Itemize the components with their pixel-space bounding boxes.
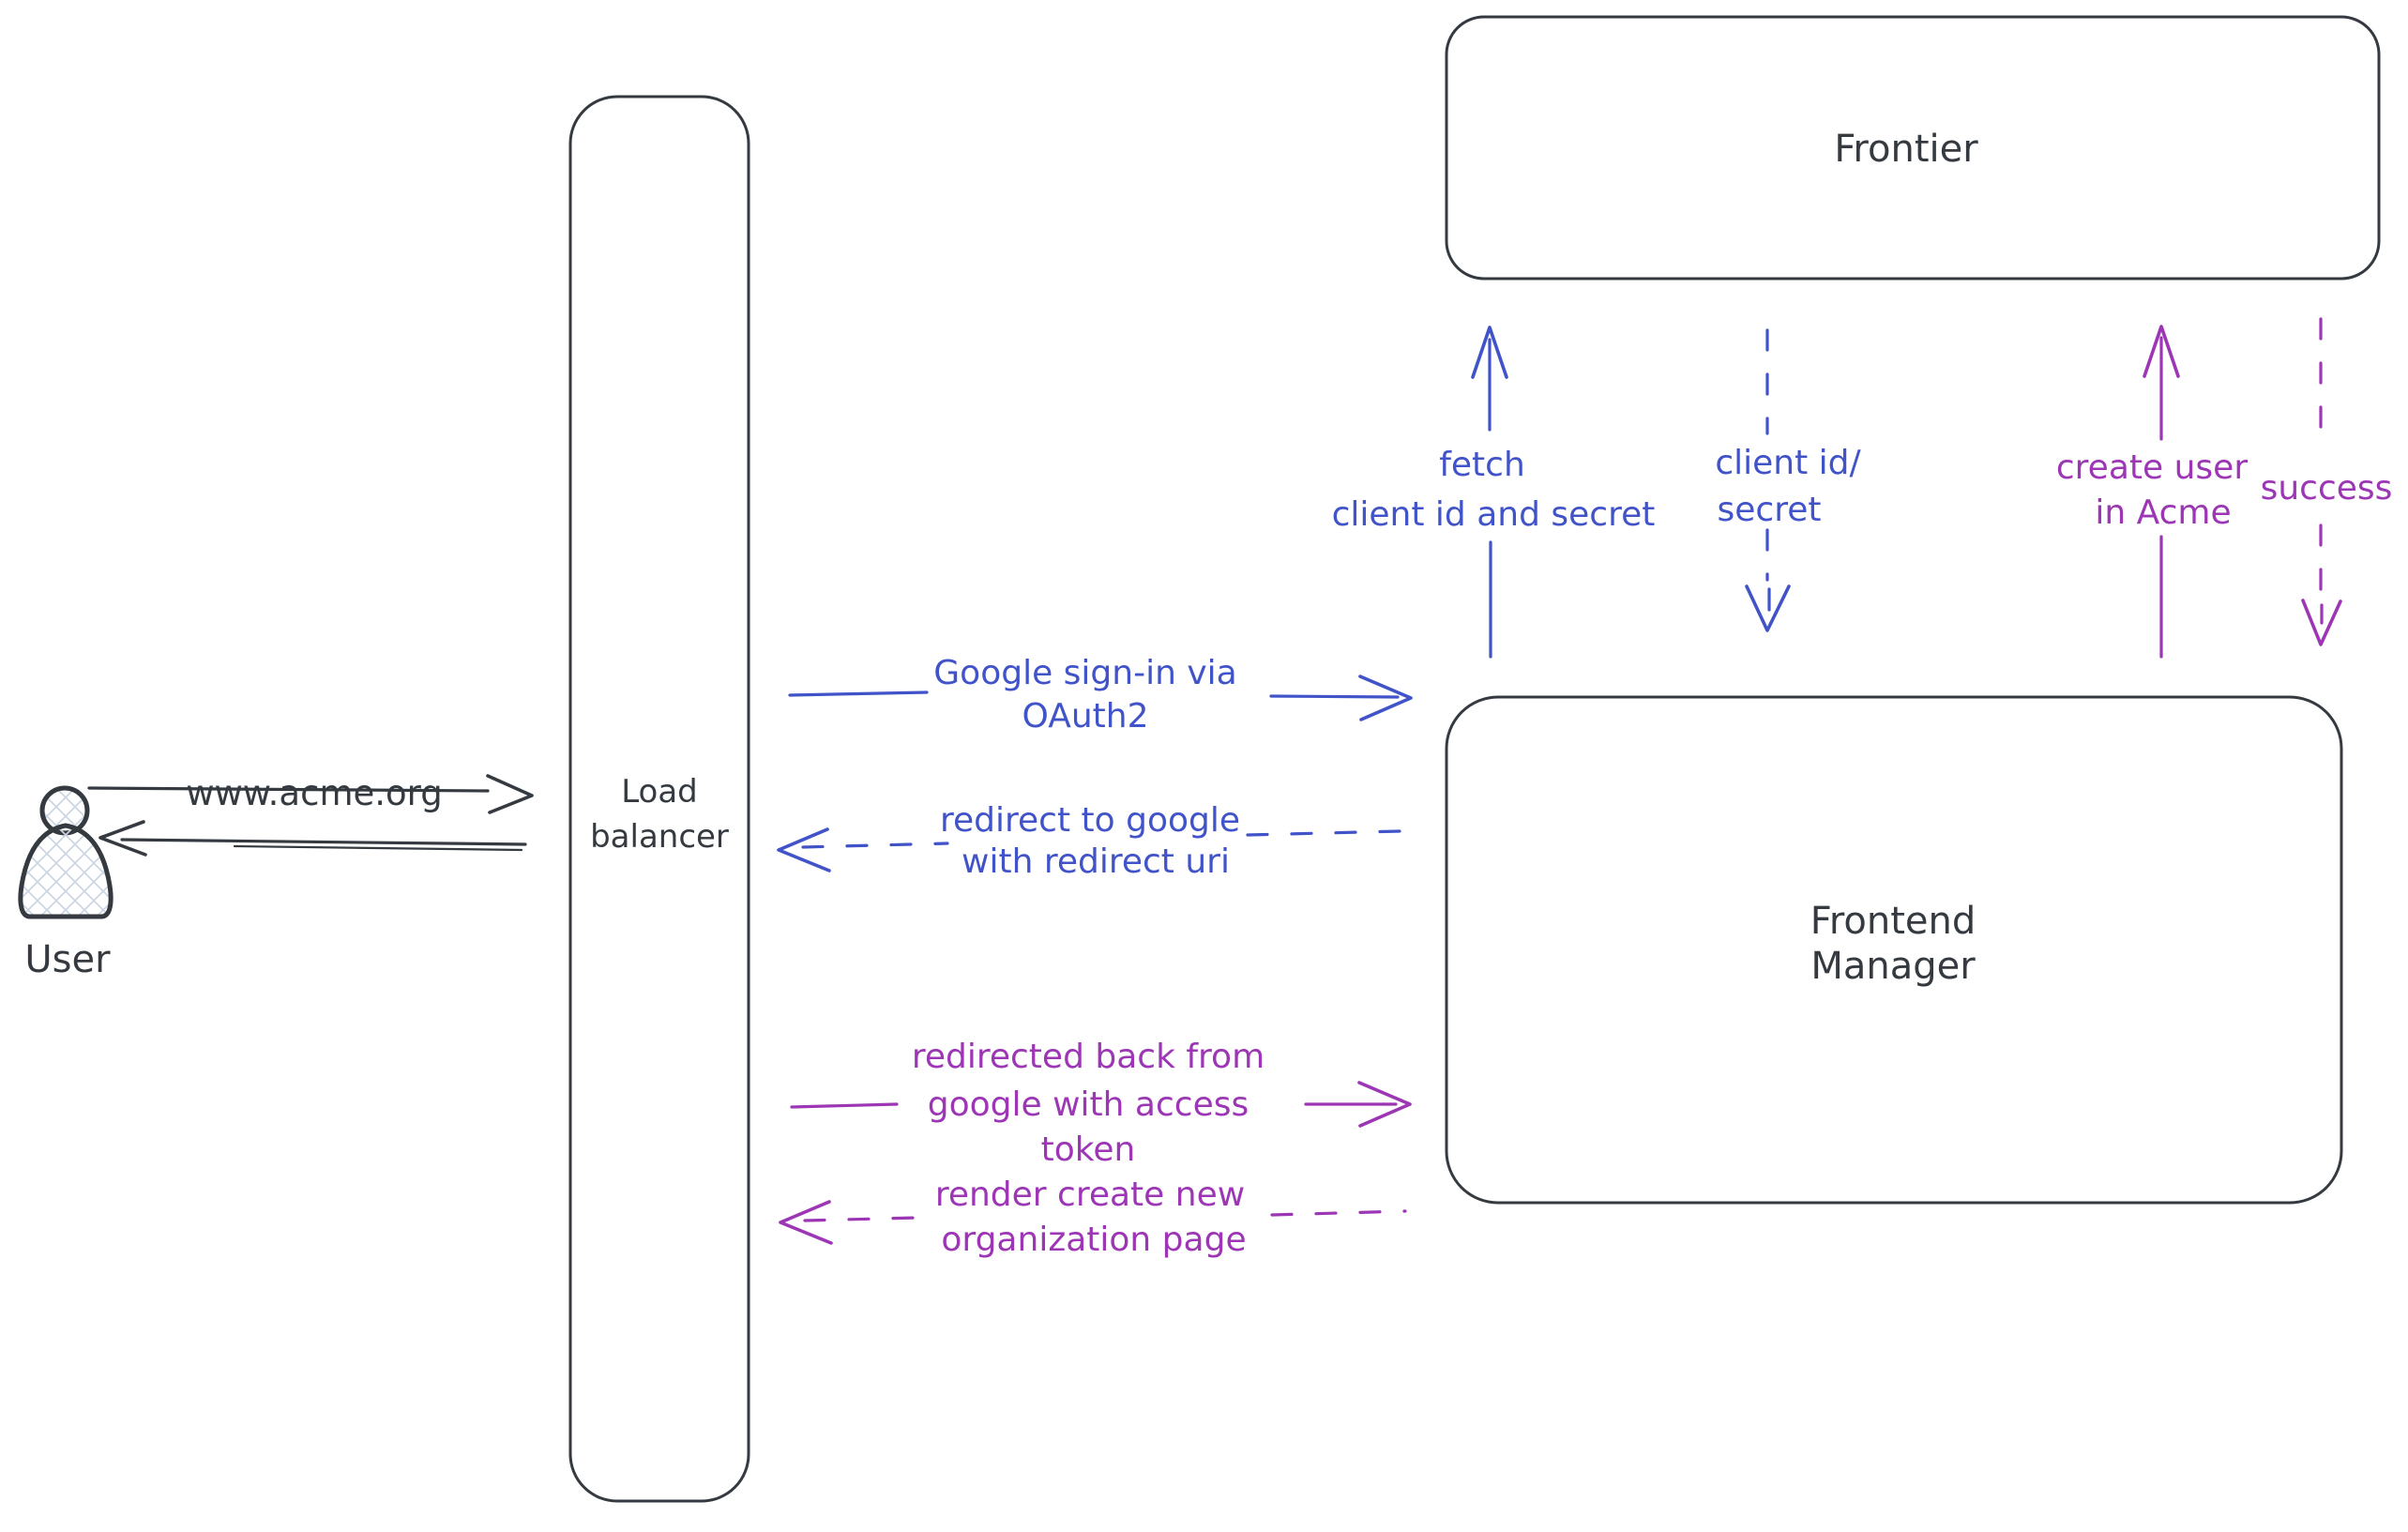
arrowhead-up-icon [1471, 326, 1508, 379]
edge-line [1270, 1209, 1407, 1217]
frontier-label: Frontier [1834, 128, 1978, 171]
edge-label-line1: redirected back from [912, 1038, 1265, 1076]
edge-line [788, 690, 929, 697]
edge-line [1269, 694, 1400, 699]
edge-label-line2: in Acme [2095, 493, 2231, 532]
edge-line [803, 1216, 919, 1222]
edge-label-line2: google with access [928, 1085, 1249, 1124]
edge-lb-return [98, 820, 527, 857]
edge-label-line1: create user [2056, 448, 2248, 487]
edge-line [120, 838, 527, 846]
edge-fetch-client-id: fetch client id and secret [1332, 326, 1656, 659]
edge-www-acme-org: www.acme.org [87, 773, 534, 814]
user-icon-body [18, 823, 114, 919]
arrowhead-up-icon [2143, 325, 2180, 378]
arrowhead-down-icon [1745, 584, 1791, 632]
edge-label-line2: organization page [941, 1221, 1246, 1259]
edge-google-signin: Google sign-in via OAuth2 [788, 654, 1413, 736]
arrowhead-left-icon [779, 1200, 833, 1245]
node-frontend-manager: Frontend Manager [1445, 695, 2343, 1205]
edge-line [1246, 829, 1401, 837]
edge-label-line2: with redirect uri [962, 842, 1230, 881]
edge-line [790, 1102, 899, 1109]
arrowhead-down-icon [2301, 599, 2342, 646]
arrowhead-right-icon [1358, 675, 1413, 721]
load-balancer-label-line2: balancer [590, 818, 729, 856]
edge-redirect-google: redirect to google with redirect uri [777, 801, 1401, 881]
edge-success: success [2261, 317, 2393, 646]
user-label: User [24, 938, 111, 981]
edge-line-echo [233, 844, 523, 852]
edge-label-line1: client id/ [1715, 444, 1861, 482]
edge-create-user: create user in Acme [2056, 325, 2248, 659]
frontend-manager-label-line2: Manager [1810, 945, 1976, 988]
arrowhead-left-icon [777, 827, 831, 872]
edge-label-line1: redirect to google [940, 801, 1240, 840]
edge-label-line1: Google sign-in via [933, 654, 1236, 692]
edge-label-line3: token [1041, 1130, 1136, 1169]
user-actor: User [18, 785, 114, 981]
edge-line [801, 842, 949, 849]
edge-label-line1: render create new [935, 1176, 1245, 1214]
edge-line [87, 786, 490, 793]
arrowhead-right-icon [486, 774, 534, 814]
edge-redirected-back: redirected back from google with access … [790, 1038, 1412, 1169]
edge-client-id-secret: client id/ secret [1715, 328, 1862, 632]
edge-label-line2: secret [1718, 491, 1822, 529]
node-load-balancer: Load balancer [568, 95, 750, 1503]
node-frontier: Frontier [1445, 15, 2381, 281]
arrowhead-right-icon [1357, 1081, 1412, 1128]
arrowhead-left-icon [98, 820, 147, 857]
edge-label: success [2261, 469, 2393, 508]
frontend-manager-box [1445, 695, 2343, 1205]
edge-render-org-page: render create new organization page [779, 1176, 1407, 1259]
frontend-manager-label-line1: Frontend [1810, 900, 1976, 943]
load-balancer-label-line1: Load [621, 773, 698, 811]
load-balancer-box [568, 95, 750, 1503]
edge-label-line2: OAuth2 [1022, 697, 1149, 736]
edge-label-line1: fetch [1439, 446, 1525, 484]
frontier-box [1445, 15, 2381, 281]
edge-label: www.acme.org [186, 773, 442, 813]
edge-label-line2: client id and secret [1332, 495, 1656, 534]
